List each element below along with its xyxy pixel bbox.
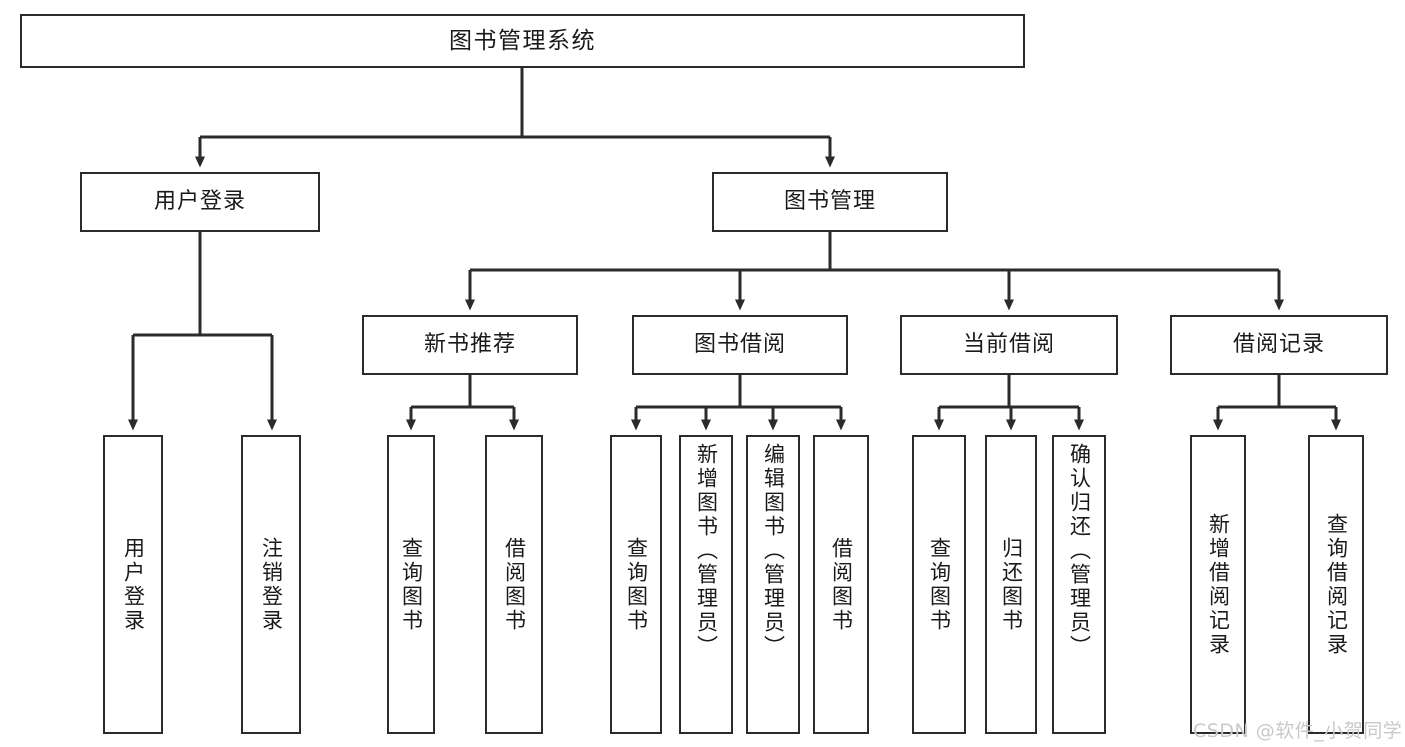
- node-book-borrow-label: 图书借阅: [693, 332, 786, 358]
- node-leaf-add-book-label: 新增图书（管理员）: [694, 443, 719, 659]
- node-current-borrow[interactable]: 当前借阅: [900, 315, 1118, 375]
- node-new-book-recommend-label: 新书推荐: [423, 332, 516, 358]
- node-leaf-return-book-label: 归还图书: [999, 536, 1024, 633]
- node-leaf-query-book-3-label: 查询图书: [927, 536, 952, 633]
- node-borrow-record-label: 借阅记录: [1232, 332, 1325, 358]
- node-current-borrow-label: 当前借阅: [962, 332, 1055, 358]
- node-leaf-user-logout-label: 注销登录: [259, 536, 284, 633]
- node-leaf-borrow-book-1[interactable]: 借阅图书: [485, 435, 543, 734]
- node-leaf-query-book-3[interactable]: 查询图书: [912, 435, 966, 734]
- node-leaf-query-book-2[interactable]: 查询图书: [610, 435, 662, 734]
- node-leaf-add-book[interactable]: 新增图书（管理员）: [679, 435, 733, 734]
- node-leaf-borrow-book-2-label: 借阅图书: [829, 536, 854, 633]
- node-leaf-confirm-return[interactable]: 确认归还（管理员）: [1052, 435, 1106, 734]
- node-user-login-label: 用户登录: [153, 189, 246, 215]
- node-leaf-query-book-1[interactable]: 查询图书: [387, 435, 435, 734]
- node-leaf-query-record[interactable]: 查询借阅记录: [1308, 435, 1364, 734]
- node-user-login[interactable]: 用户登录: [80, 172, 320, 232]
- node-leaf-user-login[interactable]: 用户登录: [103, 435, 163, 734]
- node-new-book-recommend[interactable]: 新书推荐: [362, 315, 578, 375]
- node-leaf-query-record-label: 查询借阅记录: [1324, 512, 1349, 657]
- node-leaf-add-record[interactable]: 新增借阅记录: [1190, 435, 1246, 734]
- node-leaf-user-logout[interactable]: 注销登录: [241, 435, 301, 734]
- node-leaf-return-book[interactable]: 归还图书: [985, 435, 1037, 734]
- node-root-label: 图书管理系统: [449, 27, 596, 54]
- node-leaf-borrow-book-1-label: 借阅图书: [502, 536, 527, 633]
- node-leaf-edit-book[interactable]: 编辑图书（管理员）: [746, 435, 800, 734]
- node-book-borrow[interactable]: 图书借阅: [632, 315, 848, 375]
- node-leaf-add-record-label: 新增借阅记录: [1206, 512, 1231, 657]
- node-book-manage[interactable]: 图书管理: [712, 172, 948, 232]
- node-leaf-confirm-return-label: 确认归还（管理员）: [1067, 443, 1092, 659]
- csdn-watermark: CSDN @软件_小贺同学: [1193, 720, 1403, 742]
- node-leaf-query-book-1-label: 查询图书: [399, 536, 424, 633]
- node-leaf-borrow-book-2[interactable]: 借阅图书: [813, 435, 869, 734]
- node-book-manage-label: 图书管理: [783, 189, 876, 215]
- node-borrow-record[interactable]: 借阅记录: [1170, 315, 1388, 375]
- node-leaf-edit-book-label: 编辑图书（管理员）: [761, 443, 786, 659]
- node-leaf-user-login-label: 用户登录: [121, 536, 146, 633]
- node-leaf-query-book-2-label: 查询图书: [624, 536, 649, 633]
- node-root[interactable]: 图书管理系统: [20, 14, 1025, 68]
